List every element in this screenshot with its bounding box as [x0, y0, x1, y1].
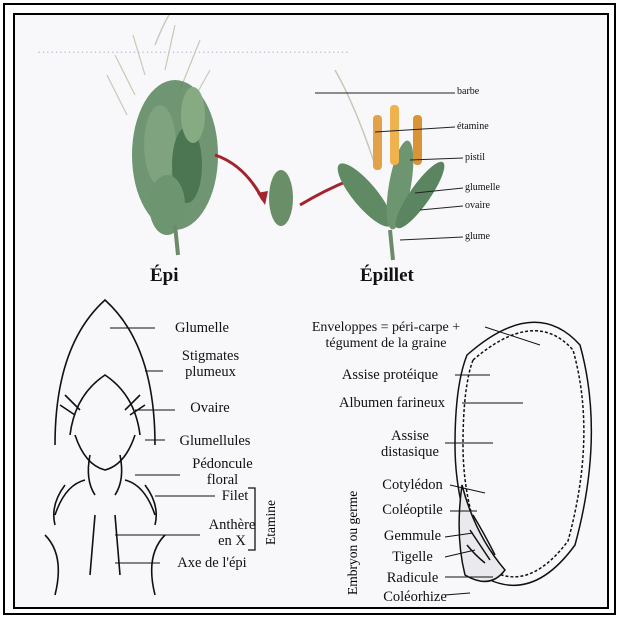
label-axe-epi: Axe de l'épi: [162, 555, 262, 571]
label-pistil: pistil: [465, 152, 485, 163]
label-assise-proteique: Assise protéique: [325, 367, 455, 383]
label-coleoptile: Coléoptile: [375, 502, 450, 518]
label-pedoncule-floral: Pédoncule floral: [180, 456, 265, 488]
label-albumen-farineux: Albumen farineux: [322, 395, 462, 411]
label-assise-distasique: Assise distasique: [375, 428, 445, 460]
label-enveloppes: Enveloppes = péri-carpe + tégument de la…: [311, 320, 461, 352]
grain-illustration: [269, 170, 293, 226]
label-coleorhize: Coléorhize: [375, 589, 455, 605]
label-glumelle-top: glumelle: [465, 182, 500, 193]
grain-section-diagram: [455, 322, 591, 585]
label-gemmule: Gemmule: [375, 528, 450, 544]
label-filet: Filet: [215, 488, 255, 504]
label-radicule: Radicule: [375, 570, 450, 586]
label-etamine: étamine: [457, 121, 489, 132]
label-embryon-ou-germe: Embryon ou germe: [345, 491, 361, 595]
illustration: [15, 15, 609, 609]
bleed-through-text: ………………………………………………………………: [37, 41, 349, 57]
label-tigelle: Tigelle: [375, 549, 450, 565]
epi-label: Épi: [150, 265, 179, 287]
label-etamine-bracket: Etamine: [263, 500, 279, 545]
label-glumellules: Glumellules: [165, 433, 265, 449]
epillet-label: Épillet: [360, 265, 414, 287]
spikelet-illustration: [330, 70, 451, 260]
label-barbe: barbe: [457, 86, 479, 97]
label-cotyledon: Cotylédon: [375, 477, 450, 493]
label-glume: glume: [465, 231, 490, 242]
label-anthere-en-x: Anthère en X: [202, 517, 262, 549]
flower-diagram: [45, 300, 165, 595]
label-stigmates-plumeux: Stigmates plumeux: [163, 348, 258, 380]
label-ovaire: Ovaire: [175, 400, 245, 416]
figure-panel: ……………………………………………………………… Épi Épillet bar…: [13, 13, 609, 609]
label-ovaire-top: ovaire: [465, 200, 490, 211]
label-glumelle: Glumelle: [157, 320, 247, 336]
